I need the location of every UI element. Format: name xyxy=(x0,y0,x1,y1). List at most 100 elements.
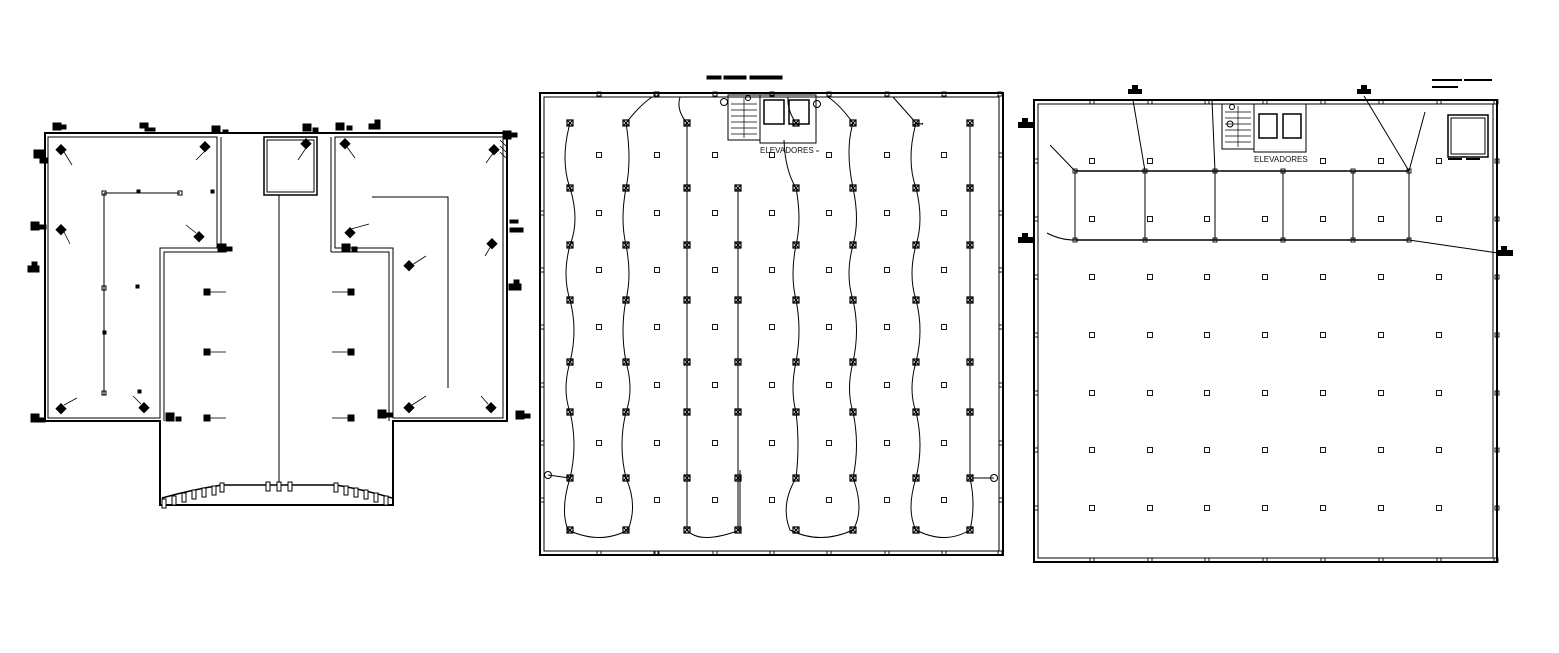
outlet-icon xyxy=(1494,447,1500,453)
outlet-icon xyxy=(997,550,1003,556)
outlet-icon xyxy=(1494,505,1500,511)
ceiling-light-icon xyxy=(654,440,660,446)
ceiling-light-icon xyxy=(941,440,947,446)
ceiling-light-icon xyxy=(1262,447,1268,453)
wired-fixture-icon xyxy=(734,526,742,534)
ceiling-light-icon xyxy=(1378,158,1384,164)
wired-fixture-icon xyxy=(792,296,800,304)
junction-icon xyxy=(1212,168,1218,174)
outlet-icon xyxy=(1493,99,1499,105)
wired-fixture-icon xyxy=(622,241,630,249)
ceiling-light-icon xyxy=(712,497,718,503)
ceiling-light-icon xyxy=(1204,274,1210,280)
ceiling-light-icon xyxy=(826,152,832,158)
wired-fixture-icon xyxy=(966,526,974,534)
wired-fixture-icon xyxy=(912,296,920,304)
ceiling-light-icon xyxy=(769,210,775,216)
ceiling-light-icon xyxy=(1436,274,1442,280)
outlet-icon xyxy=(1262,99,1268,105)
ceiling-light-icon xyxy=(1378,505,1384,511)
ceiling-light-icon xyxy=(596,497,602,503)
outlet-icon xyxy=(884,550,890,556)
junction-icon xyxy=(1406,237,1412,243)
ceiling-light-icon xyxy=(1204,390,1210,396)
wired-fixture-icon xyxy=(849,241,857,249)
ceiling-light-icon xyxy=(1147,216,1153,222)
middle-floor-plan: ELEVADORES xyxy=(539,75,1004,556)
outlet-icon xyxy=(998,324,1004,330)
wired-fixture-icon xyxy=(622,474,630,482)
ceiling-light-icon xyxy=(826,497,832,503)
wired-fixture-icon xyxy=(566,474,574,482)
outlet-icon xyxy=(539,152,545,158)
wired-fixture-icon xyxy=(912,119,920,127)
junction-icon xyxy=(1072,168,1078,174)
ceiling-light-icon xyxy=(941,497,947,503)
ceiling-light-icon xyxy=(1089,505,1095,511)
ceiling-light-icon xyxy=(826,324,832,330)
ceiling-light-icon xyxy=(769,440,775,446)
ceiling-light-icon xyxy=(1089,158,1095,164)
right-elevators-label: ELEVADORES xyxy=(1254,155,1308,164)
wired-fixture-icon xyxy=(622,296,630,304)
junction-icon xyxy=(1142,237,1148,243)
ceiling-light-icon xyxy=(712,440,718,446)
wired-fixture-icon xyxy=(849,296,857,304)
outlet-icon xyxy=(539,497,545,503)
outlet-icon xyxy=(769,91,775,97)
wired-fixture-icon xyxy=(566,296,574,304)
ceiling-light-icon xyxy=(884,152,890,158)
ceiling-light-icon xyxy=(1320,158,1326,164)
ceiling-light-icon xyxy=(1436,390,1442,396)
ceiling-light-icon xyxy=(1089,447,1095,453)
outlet-icon xyxy=(596,91,602,97)
ceiling-light-icon xyxy=(884,324,890,330)
ceiling-light-icon xyxy=(1320,274,1326,280)
wired-fixture-icon xyxy=(734,408,742,416)
ceiling-light-icon xyxy=(654,324,660,330)
junction-icon xyxy=(1350,237,1356,243)
junction-icon xyxy=(1406,168,1412,174)
wired-fixture-icon xyxy=(622,119,630,127)
outlet-icon xyxy=(1147,99,1153,105)
wired-fixture-icon xyxy=(622,184,630,192)
left-floor-plan xyxy=(27,119,531,509)
ceiling-light-icon xyxy=(1262,505,1268,511)
ceiling-light-icon xyxy=(654,497,660,503)
ceiling-light-icon xyxy=(884,267,890,273)
ceiling-light-icon xyxy=(1436,332,1442,338)
outlet-icon xyxy=(998,382,1004,388)
wired-fixture-icon xyxy=(683,119,691,127)
wired-fixture-icon xyxy=(966,358,974,366)
wired-fixture-icon xyxy=(622,408,630,416)
wired-fixture-icon xyxy=(683,526,691,534)
outlet-icon xyxy=(1147,557,1153,563)
ceiling-light-icon xyxy=(1147,274,1153,280)
outlet-icon xyxy=(941,91,947,97)
wired-fixture-icon xyxy=(734,241,742,249)
ceiling-light-icon xyxy=(1147,447,1153,453)
outlet-icon xyxy=(1089,557,1095,563)
outlet-icon xyxy=(539,382,545,388)
ceiling-light-icon xyxy=(712,267,718,273)
ceiling-light-icon xyxy=(941,324,947,330)
wired-fixture-icon xyxy=(849,119,857,127)
ceiling-light-icon xyxy=(1320,390,1326,396)
outlet-icon xyxy=(1033,447,1039,453)
outlet-icon xyxy=(998,497,1004,503)
outlet-icon xyxy=(998,210,1004,216)
outlet-icon xyxy=(1033,505,1039,511)
wired-fixture-icon xyxy=(734,358,742,366)
ceiling-light-icon xyxy=(826,440,832,446)
ceiling-light-icon xyxy=(1436,158,1442,164)
outlet-icon xyxy=(998,440,1004,446)
outlet-icon xyxy=(1033,216,1039,222)
ceiling-light-icon xyxy=(826,267,832,273)
ceiling-light-icon xyxy=(1378,390,1384,396)
ceiling-light-icon xyxy=(712,152,718,158)
ceiling-light-icon xyxy=(1378,332,1384,338)
junction-icon xyxy=(1350,168,1356,174)
outlet-icon xyxy=(1033,158,1039,164)
ceiling-light-icon xyxy=(1378,216,1384,222)
